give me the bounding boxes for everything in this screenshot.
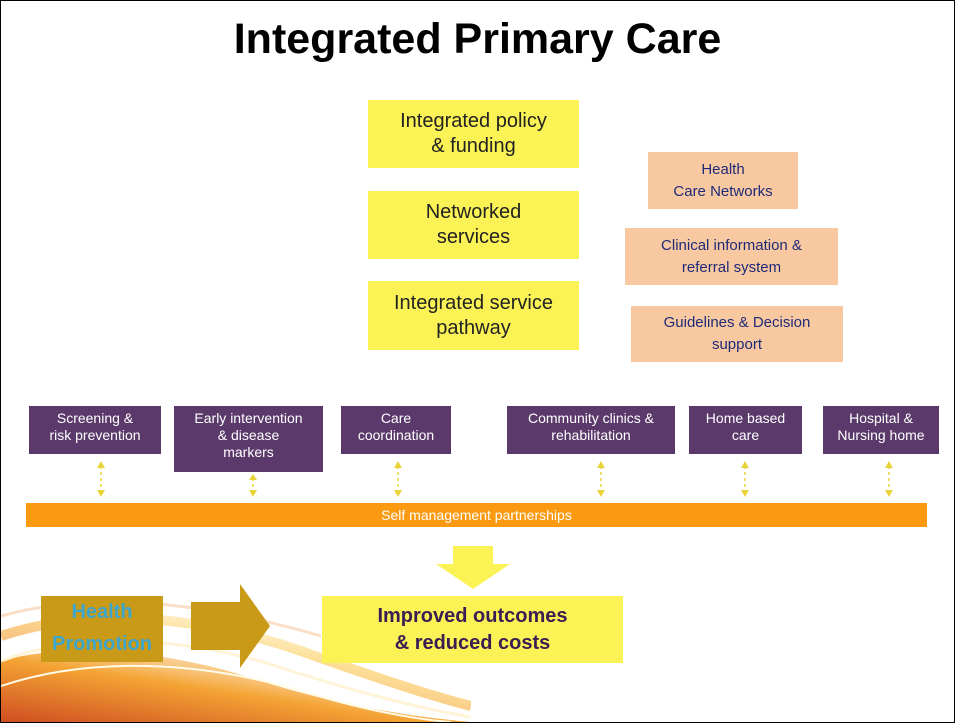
health-care-networks-text: Health Care Networks [673,160,773,200]
screening-box: Screening & risk prevention [29,406,161,454]
clinical-information-box: Clinical information & referral system [625,228,838,285]
down-arrow-icon [436,546,510,589]
early-intervention-box: Early intervention & disease markers [174,406,323,472]
integrated-policy-text: Integrated policy & funding [400,110,547,157]
connector-early-intervention [249,474,257,497]
guidelines-text: Guidelines & Decision support [663,314,811,353]
connector-arrows [97,461,893,497]
early-intervention-text: Early intervention & disease markers [194,410,303,460]
guidelines-box: Guidelines & Decision support [631,306,843,362]
home-based-care-text: Home based care [705,410,786,443]
health-promotion-box: Health Promotion [41,596,163,662]
slide-title: Integrated Primary Care [233,15,722,63]
networked-services-text: Networked services [425,201,522,248]
health-care-networks-box: Health Care Networks [648,152,798,209]
self-management-label: Self management partnerships [381,507,572,523]
outcome-text: Improved outcomes & reduced costs [377,604,568,654]
self-management-bar: Self management partnerships [26,503,927,527]
hospital-nursing-text: Hospital & Nursing home [837,410,925,443]
connector-hospital [885,461,893,497]
connector-home-based-care [741,461,749,497]
community-clinics-box: Community clinics & rehabilitation [507,406,675,454]
screening-text: Screening & risk prevention [49,410,141,443]
care-coordination-text: Care coordination [357,410,435,443]
connector-care-coordination [394,461,402,497]
health-promotion-text: Health Promotion [52,601,152,655]
integrated-pathway-text: Integrated service pathway [394,291,553,339]
integrated-policy-box: Integrated policy & funding [368,100,579,168]
networked-services-box: Networked services [368,191,579,259]
right-arrow-icon [191,584,270,668]
care-coordination-box: Care coordination [341,406,451,454]
integrated-pathway-box: Integrated service pathway [368,281,579,350]
home-based-care-box: Home based care [689,406,802,454]
connector-screening [97,461,105,497]
clinical-information-text: Clinical information & referral system [661,236,802,276]
community-clinics-text: Community clinics & rehabilitation [527,410,655,443]
hospital-nursing-box: Hospital & Nursing home [823,406,939,454]
connector-community-clinics [597,461,605,497]
outcome-box: Improved outcomes & reduced costs [322,596,623,663]
